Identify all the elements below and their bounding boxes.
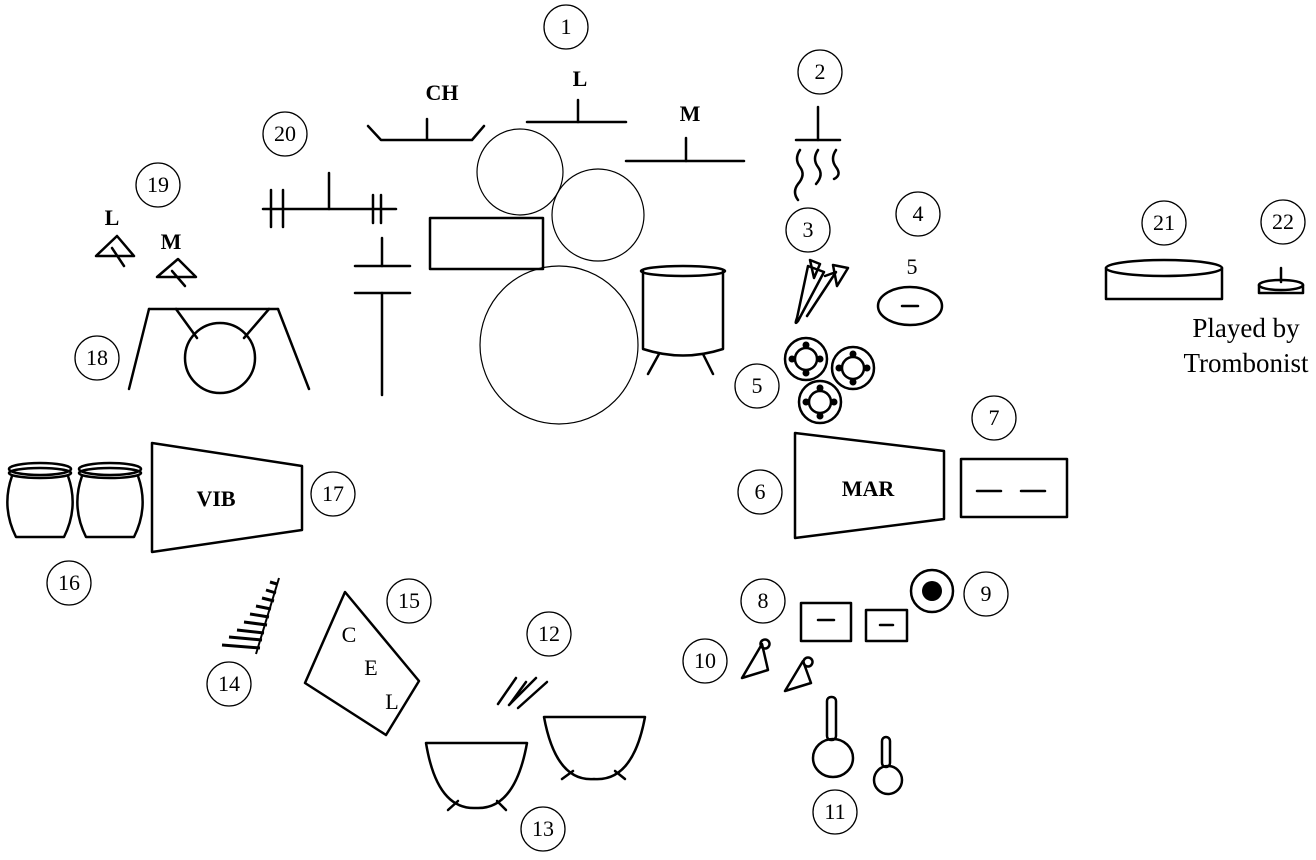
svg-text:19: 19 [147,172,169,197]
note-line-1: Played by [1192,313,1300,343]
svg-text:2: 2 [815,59,826,84]
callout-3: 3 [785,207,831,253]
item-3-instrument [794,258,850,325]
callout-20: 20 [262,111,308,157]
svg-text:3: 3 [803,217,814,242]
floor-tom [639,264,727,376]
item-16-drums [6,461,144,539]
svg-text:13: 13 [532,816,554,841]
svg-text:6: 6 [755,479,766,504]
callout-8: 8 [740,578,786,624]
triangle-low-label: L [105,205,120,230]
mount-rack [261,171,398,229]
svg-text:21: 21 [1153,210,1175,235]
callout-11: 11 [812,789,858,835]
celesta [303,590,421,737]
svg-text:17: 17 [322,481,344,506]
vibraphone [150,441,304,554]
svg-text:1: 1 [561,14,572,39]
svg-text:18: 18 [86,345,108,370]
item-22-instrument [1257,266,1305,295]
item-8-box-1 [799,601,853,643]
item-14-mark-tree [221,577,280,655]
item-7-instrument [959,457,1069,519]
gong [127,307,311,395]
item-10-bells [740,638,814,693]
celesta-letter-l: L [385,689,398,714]
svg-text:11: 11 [824,799,845,824]
callout-15: 15 [386,578,432,624]
item-12-sticks [496,676,549,710]
triangle-low [94,234,136,268]
svg-text:22: 22 [1272,209,1294,234]
callout-12: 12 [526,611,572,657]
callout-6: 6 [737,469,783,515]
callout-10: 10 [682,638,728,684]
svg-text:10: 10 [694,648,716,673]
celesta-letter-e: E [364,655,377,680]
bass-drum [479,265,639,425]
snare-drum [428,216,545,271]
item-4-instrument [876,285,944,327]
item-11-shakers [811,695,904,796]
marimba-label: MAR [842,476,896,501]
svg-text:12: 12 [538,621,560,646]
vibraphone-label: VIB [196,486,235,511]
triangle-medium-label: M [161,229,182,254]
callout-14: 14 [206,661,252,707]
svg-text:4: 4 [913,201,924,226]
svg-text:15: 15 [398,588,420,613]
marimba [793,431,946,540]
cymbal-low [525,98,628,124]
svg-text:16: 16 [58,570,80,595]
callout-13: 13 [520,806,566,852]
cymbal-medium [624,136,746,163]
svg-text:20: 20 [274,121,296,146]
callout-16: 16 [46,560,92,606]
callout-5: 5 [734,363,780,409]
svg-text:9: 9 [981,581,992,606]
cymbal-low-label: L [573,66,588,91]
callout-19: 19 [135,162,181,208]
item-5-small-drums [783,336,876,425]
item-4-value: 5 [907,254,918,279]
note-line-2: Trombonist [1183,348,1309,378]
timpani-pair [424,715,647,812]
svg-text:7: 7 [989,405,1000,430]
callout-7: 7 [971,395,1017,441]
item-9-center [922,581,942,601]
china-cymbal-label: CH [426,80,459,105]
item-21-drum [1104,258,1224,301]
celesta-letter-c: C [342,622,357,647]
svg-text:8: 8 [758,588,769,613]
item-8-box-2 [864,608,909,643]
hi-hat-stand [353,236,412,397]
callout-2: 2 [797,49,843,95]
triangle-medium [155,257,198,288]
wind-chimes [793,105,842,202]
callout-21: 21 [1141,200,1187,246]
callout-9: 9 [963,571,1009,617]
cymbal-medium-label: M [680,101,701,126]
callout-18: 18 [74,335,120,381]
callout-4: 4 [895,191,941,237]
tom-1 [476,128,564,216]
callout-1: 1 [543,4,589,50]
svg-text:5: 5 [752,373,763,398]
item-9-instrument [909,568,955,614]
callout-22: 22 [1260,199,1306,245]
svg-text:14: 14 [218,671,240,696]
china-cymbal [366,117,486,142]
callout-17: 17 [310,471,356,517]
tom-2 [551,168,645,262]
